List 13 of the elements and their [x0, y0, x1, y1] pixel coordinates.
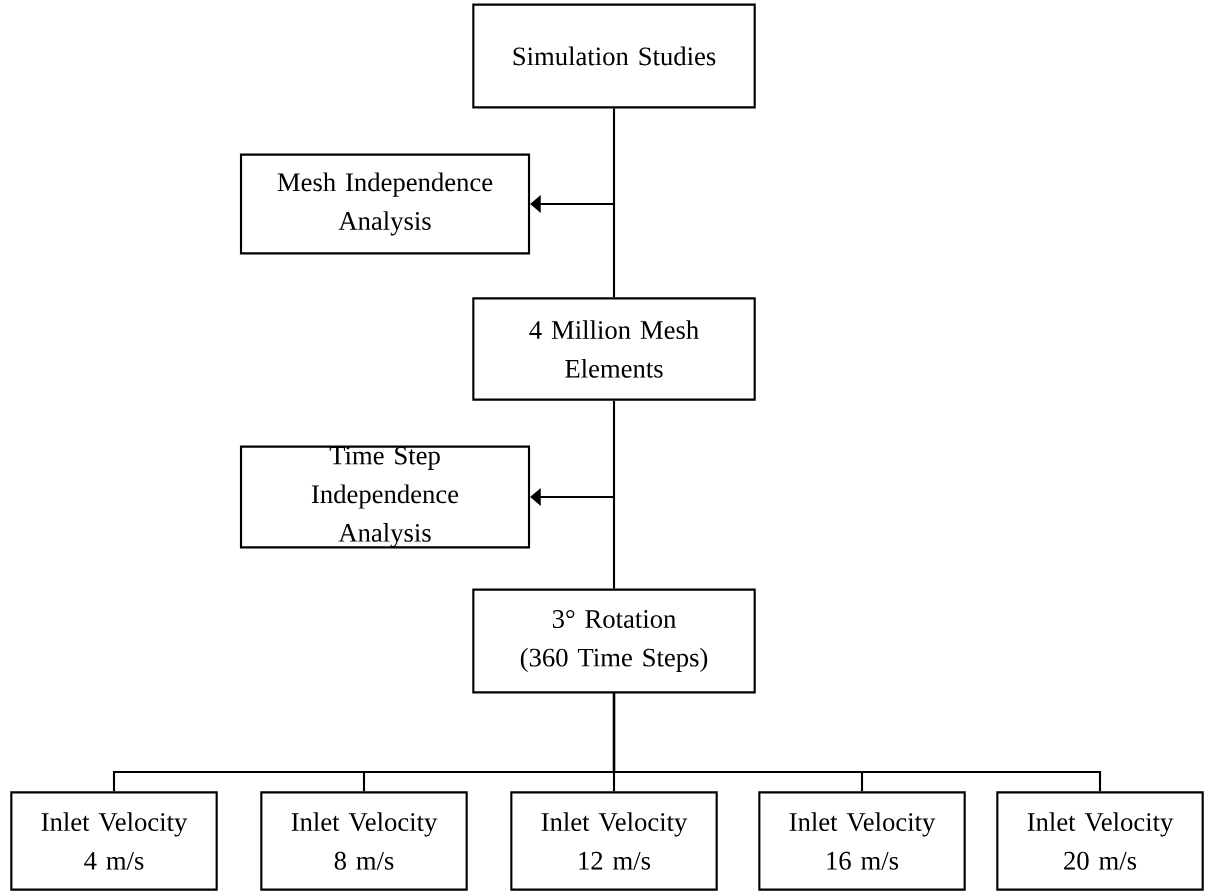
process-box: 3° Rotation (360 Time Steps) — [472, 588, 756, 694]
process-box: 4 Million Mesh Elements — [472, 297, 756, 401]
process-box: Inlet Velocity 12 m/s — [510, 791, 718, 891]
connector-line — [612, 400, 616, 589]
process-box: Mesh Independence Analysis — [239, 153, 531, 255]
process-box: Inlet Velocity 8 m/s — [260, 791, 468, 891]
process-box: Simulation Studies — [472, 3, 756, 109]
process-box: Inlet Velocity 16 m/s — [758, 791, 966, 891]
process-box: Inlet Velocity 4 m/s — [10, 791, 218, 891]
connector-line — [612, 693, 1102, 792]
process-box: Inlet Velocity 20 m/s — [996, 791, 1204, 891]
connector-line — [612, 108, 616, 298]
process-box: Time Step Independence Analysis — [239, 445, 531, 549]
